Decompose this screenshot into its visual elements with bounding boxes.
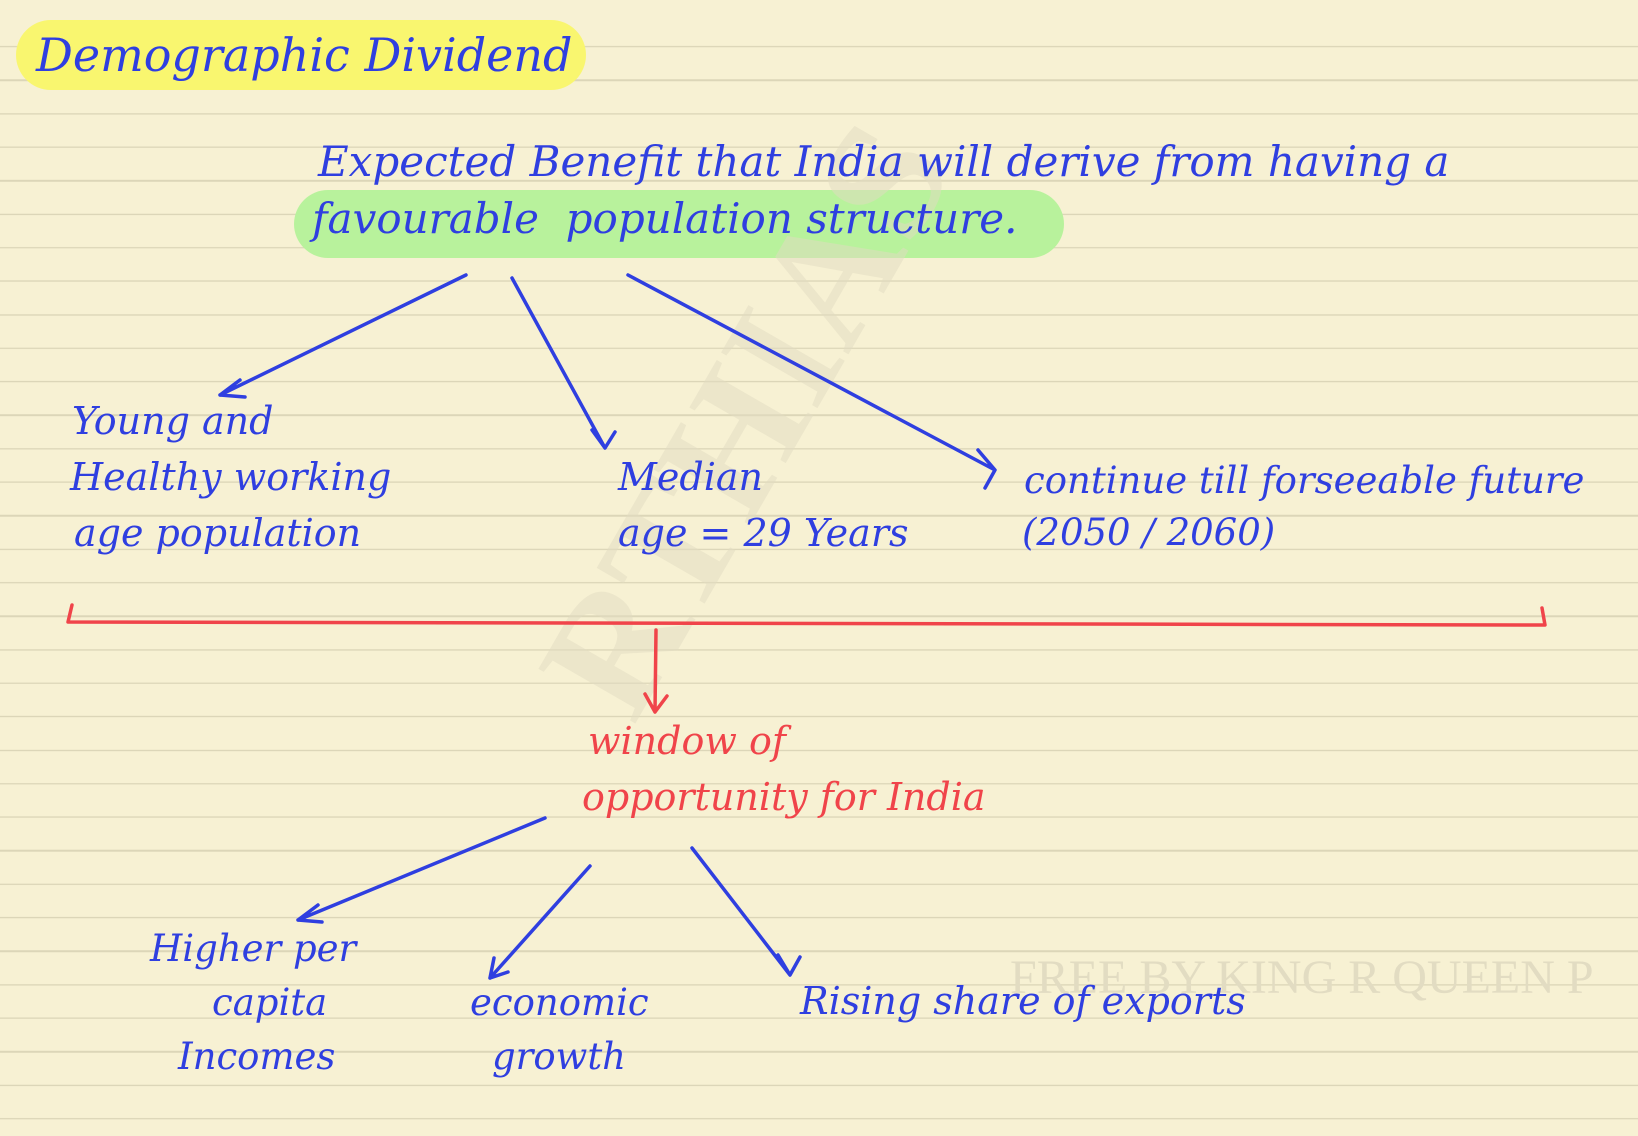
outcome-line: growth [492,1035,627,1078]
arrow-to-continue-future [626,273,997,490]
arrow-to-median-age [510,276,617,450]
outcome-line: Incomes [178,1035,336,1078]
feature-line: (2050 / 2060) [1022,511,1276,554]
definition-highlight [294,190,1064,258]
arrow-to-young-population [218,273,468,399]
feature-line: age = 29 Years [618,511,909,555]
feature-line: Young and [72,399,274,443]
definition-period: . [1004,194,1018,243]
definition-line-2: favourable population structure. [312,195,1018,242]
window-line: window of [588,719,786,763]
outcome-line: capita [212,981,328,1024]
feature-line: continue till forseeable future [1024,459,1585,502]
feature-line: Median [618,455,764,499]
watermark-text: FREE BY KING R QUEEN P [1010,951,1594,1004]
outcome-line: Rising share of exports [800,979,1246,1023]
arrow-to-window [643,628,669,714]
page-title: Demographic Dividend [36,28,573,82]
arrow-to-economic-growth [488,864,592,980]
title-highlight [16,20,586,90]
arrow-to-higher-income [296,816,547,924]
definition-line-1: Expected Benefit that India will derive … [318,137,1450,186]
window-line: opportunity for India [582,775,986,819]
arrow-to-rising-exports [690,846,802,977]
red-bracket [66,603,1547,627]
feature-line: Healthy working [70,455,392,499]
outcome-line: Higher per [150,927,357,970]
outcome-line: economic [470,981,649,1024]
feature-line: age population [74,511,362,555]
definition-highlighted-phrase: favourable population structure [312,194,1005,243]
